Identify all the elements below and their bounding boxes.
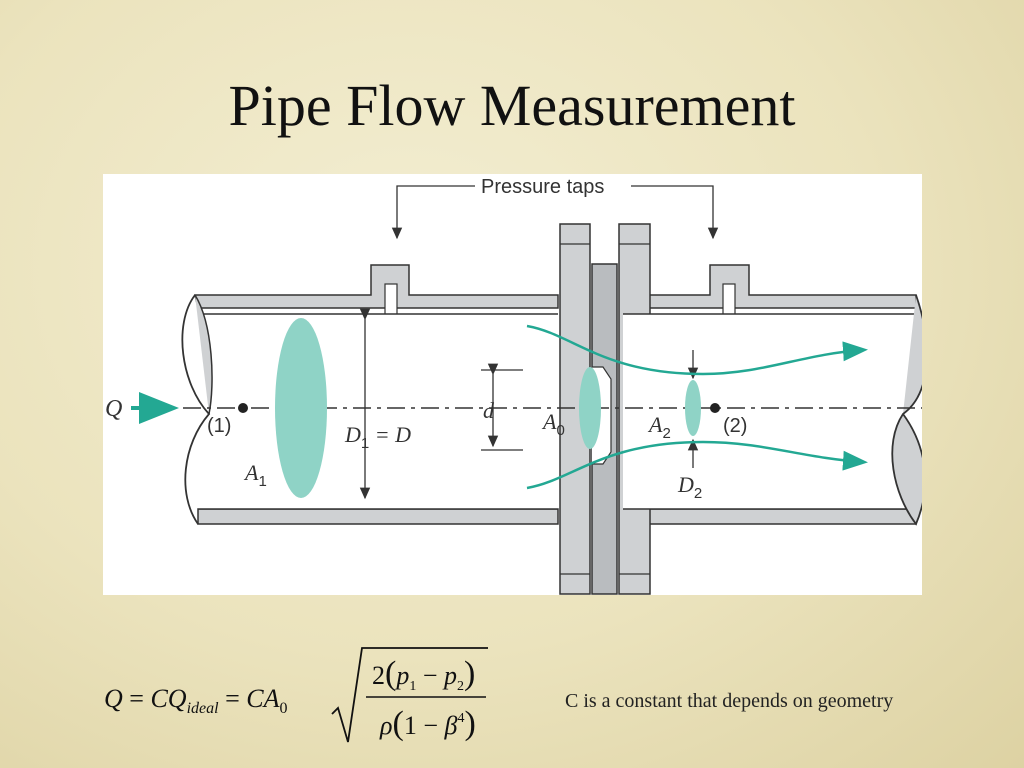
bottom-pipe-wall-right <box>622 508 917 525</box>
area-a1-label: A1 <box>243 460 267 490</box>
area-a2 <box>685 380 701 436</box>
area-a2-label: A2 <box>647 412 671 442</box>
streamline-bottom <box>526 440 868 490</box>
area-a0-label: A0 <box>541 409 565 439</box>
pressure-taps-leader-left <box>391 185 475 240</box>
pipe-cut-right <box>891 294 922 526</box>
pressure-taps-leader-right <box>631 185 719 240</box>
streamline-top <box>526 324 868 376</box>
orifice-meter-diagram: Pressure taps Q (1) (2) A1 A0 A2 D1 = D … <box>103 174 922 595</box>
formula-numerator: 2(p1 − p2) <box>372 655 475 694</box>
section-2-label: (2) <box>723 415 747 437</box>
top-pipe-wall <box>194 264 559 309</box>
pressure-tap-downstream <box>722 283 736 317</box>
section-1-point <box>238 403 248 413</box>
pressure-tap-upstream <box>384 283 398 317</box>
formula-denominator: ρ(1 − β4) <box>379 705 476 742</box>
flow-rate-formula: Q = CQideal = CA0 2(p1 − p2) ρ(1 − β4) <box>104 642 504 752</box>
slide-title: Pipe Flow Measurement <box>228 73 796 138</box>
svg-text:Q = CQideal = CA0: Q = CQideal = CA0 <box>104 684 287 717</box>
diameter-d1-label: D1 = D <box>344 422 411 452</box>
orifice-diameter-label: d <box>483 398 495 423</box>
square-root-sign <box>331 647 488 743</box>
pressure-taps-label: Pressure taps <box>481 176 604 198</box>
geometry-constant-note: C is a constant that depends on geometry <box>565 690 894 712</box>
section-2-point <box>710 403 720 413</box>
area-a0 <box>579 367 601 449</box>
area-a1 <box>275 318 327 498</box>
bottom-pipe-wall <box>197 508 559 525</box>
diameter-d2-label: D2 <box>677 472 702 502</box>
section-1-label: (1) <box>207 415 231 437</box>
top-pipe-wall-right <box>622 264 917 309</box>
flow-rate-label: Q <box>105 396 122 422</box>
left-flange <box>559 223 591 595</box>
